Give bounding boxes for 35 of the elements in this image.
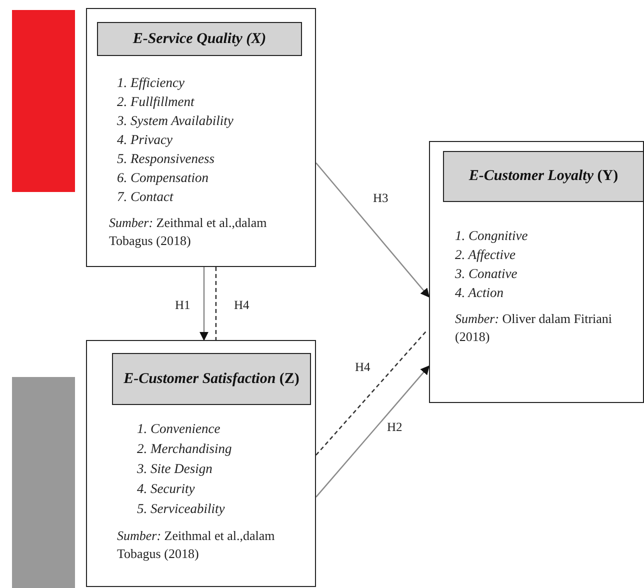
indicator-item: 6. Compensation	[117, 169, 210, 187]
heading-text: E-Customer Loyalty (Y)	[468, 167, 618, 186]
indicator-item: 5. Serviceability	[137, 500, 226, 518]
heading-text: E-Service Quality (X)	[132, 30, 266, 48]
indicator-item: 3. Conative	[455, 265, 518, 283]
indicator-item: 3. Site Design	[137, 460, 214, 478]
heading-box	[112, 353, 311, 405]
heading-box	[443, 151, 644, 202]
side-bar	[12, 10, 75, 192]
indicator-item: 4. Security	[137, 480, 196, 498]
arrow	[316, 365, 430, 498]
heading-text: E-Customer Satisfaction (Z)	[124, 370, 300, 388]
arrow	[199, 267, 209, 341]
source-note: Sumber: Zeithmal et al.,dalam Tobagus (2018)	[117, 527, 276, 563]
indicator-item: 1. Convenience	[137, 420, 222, 438]
construct-box	[86, 340, 316, 587]
arrow	[316, 162, 430, 298]
side-bar	[12, 377, 75, 588]
indicator-item: 4. Action	[455, 284, 504, 302]
connector-line	[215, 267, 217, 340]
indicator-item: 4. Privacy	[117, 131, 174, 149]
indicator-item: 2. Merchandising	[137, 440, 233, 458]
indicator-item: 1. Congnitive	[455, 227, 529, 245]
connector-line	[316, 330, 427, 456]
indicator-item: 1. Efficiency	[117, 74, 186, 92]
source-note: Sumber: Zeithmal et al.,dalam Tobagus (2018)	[109, 214, 268, 250]
indicator-item: 2. Fullfillment	[117, 93, 196, 111]
indicator-item: 3. System Availability	[117, 112, 234, 130]
indicator-item: 7. Contact	[117, 188, 174, 206]
source-note: Sumber: Oliver dalam Fitriani (2018)	[455, 310, 614, 346]
heading-box	[97, 22, 302, 56]
indicator-item: 5. Responsiveness	[117, 150, 216, 168]
construct-box	[429, 141, 644, 403]
indicator-item: 2. Affective	[455, 246, 516, 264]
construct-box	[86, 8, 316, 267]
